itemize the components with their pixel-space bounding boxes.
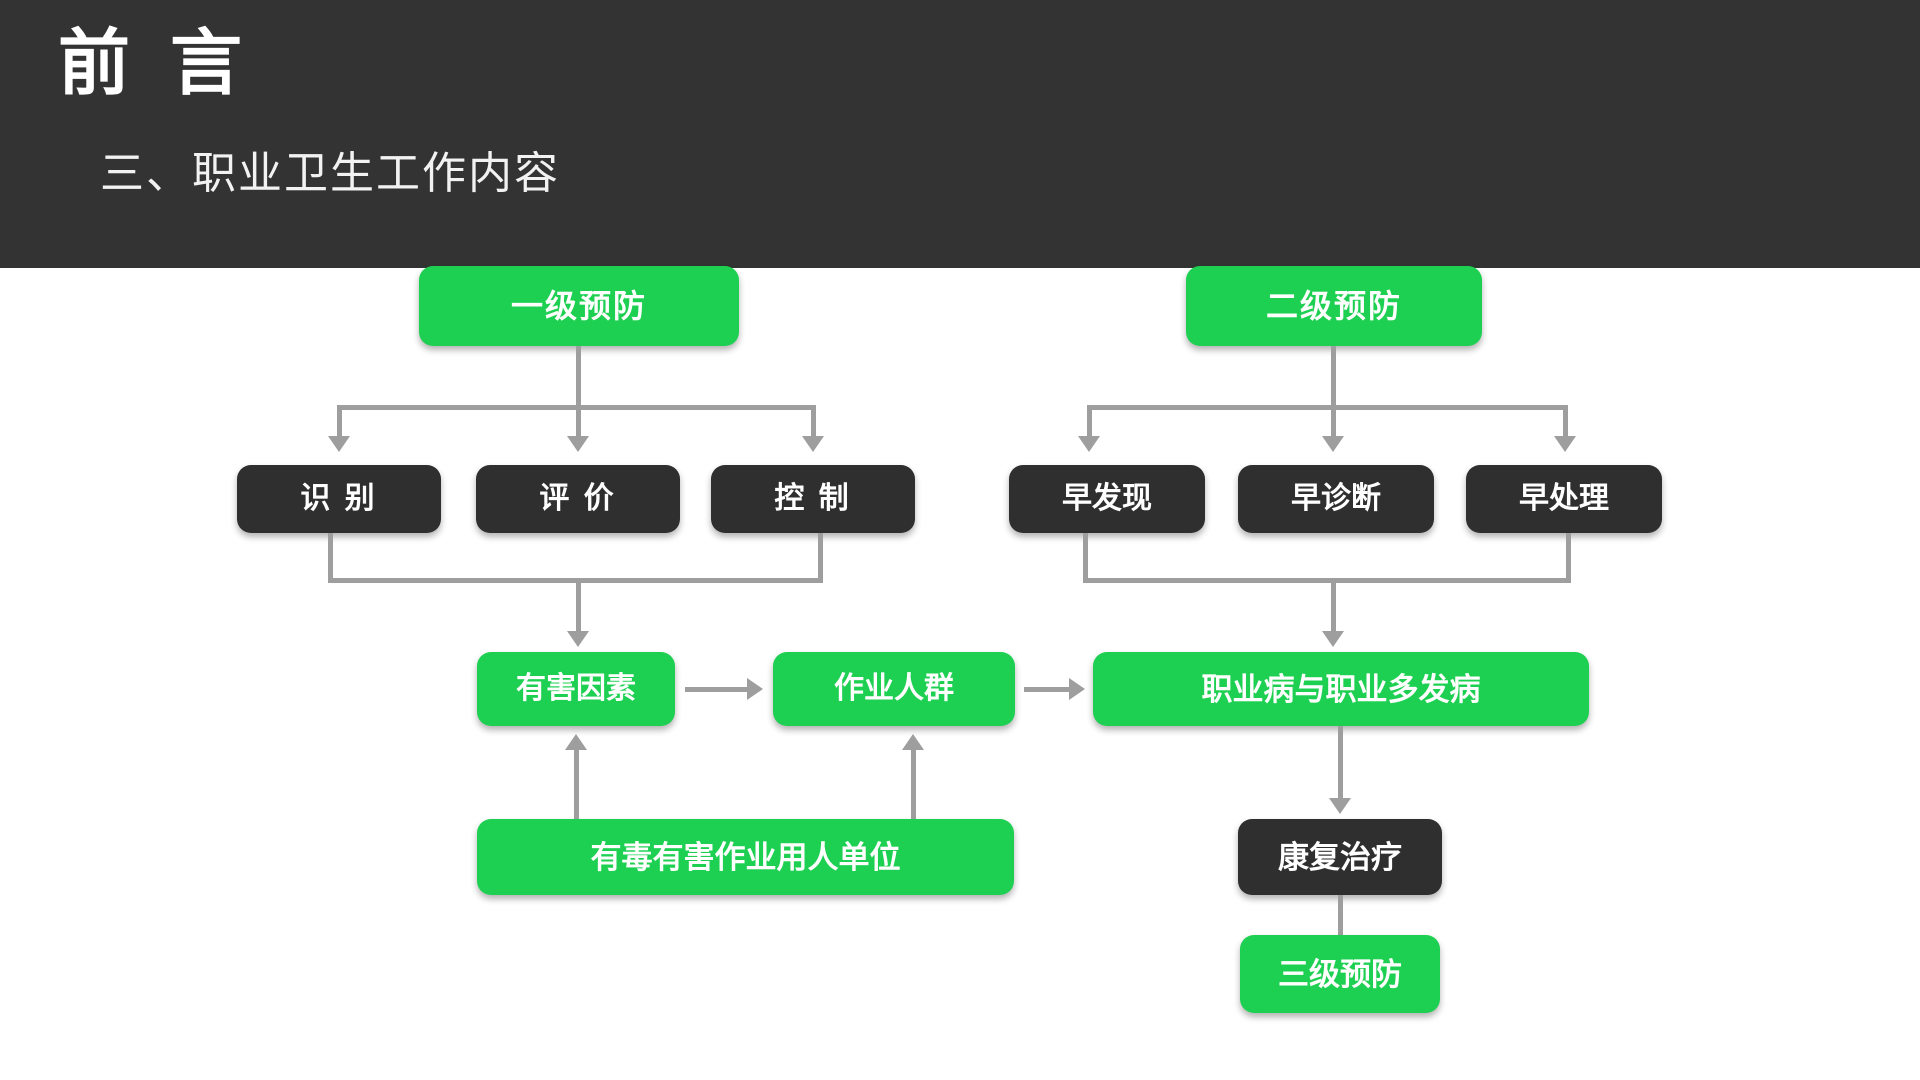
node-primary-prevention[interactable]: 一级预防 (419, 266, 739, 346)
connector-right-merge-drop (1331, 578, 1336, 634)
connector-right-merge-bar (1083, 578, 1571, 583)
node-control[interactable]: 控 制 (711, 465, 915, 533)
connector-primary-drop-evaluate (576, 405, 581, 439)
node-label: 职业病与职业多发病 (1201, 671, 1481, 707)
connector-secondary-distributor (1087, 405, 1568, 410)
node-early-treatment[interactable]: 早处理 (1466, 465, 1662, 533)
connector-secondary-drop-early-treatment (1563, 405, 1568, 439)
node-label: 有害因素 (516, 672, 636, 705)
node-label: 有毒有害作业用人单位 (590, 839, 901, 875)
arrowhead-occupational-disease-side (1069, 678, 1085, 700)
node-tertiary-prevention[interactable]: 三级预防 (1240, 935, 1440, 1013)
connector-identify-merge-stem (328, 533, 333, 583)
connector-harmful-to-population (685, 687, 749, 692)
arrowhead-rehabilitation (1329, 798, 1351, 814)
connector-employer-to-population (911, 749, 916, 819)
node-label: 二级预防 (1265, 288, 1402, 324)
arrowhead-harmful-factors (567, 631, 589, 647)
node-label: 一级预防 (510, 288, 647, 324)
connector-left-merge-bar (328, 578, 823, 583)
node-label: 早处理 (1519, 482, 1609, 515)
arrowhead-early-diagnosis (1322, 436, 1344, 452)
node-label: 早诊断 (1291, 482, 1381, 515)
node-label: 控 制 (774, 482, 852, 515)
connector-secondary-drop-early-diagnosis (1331, 405, 1336, 439)
arrowhead-identify (328, 436, 350, 452)
node-rehabilitation[interactable]: 康复治疗 (1238, 819, 1442, 895)
connector-early-treatment-merge-stem (1566, 533, 1571, 583)
node-occupational-disease[interactable]: 职业病与职业多发病 (1093, 652, 1589, 726)
node-early-diagnosis[interactable]: 早诊断 (1238, 465, 1434, 533)
node-label: 评 价 (539, 482, 617, 515)
arrowhead-early-treatment (1554, 436, 1576, 452)
arrowhead-evaluate (567, 436, 589, 452)
connector-disease-to-rehab (1338, 726, 1343, 802)
node-identify[interactable]: 识 别 (237, 465, 441, 533)
node-label: 康复治疗 (1278, 839, 1402, 875)
page-title: 前 言 (58, 24, 253, 104)
connector-left-merge-drop (576, 578, 581, 634)
arrowhead-working-population (747, 678, 763, 700)
connector-rehab-to-tertiary (1338, 895, 1343, 952)
connector-early-detection-merge-stem (1083, 533, 1088, 583)
arrowhead-harmful-factors-up (565, 734, 587, 750)
arrowhead-early-detection (1078, 436, 1100, 452)
arrowhead-occupational-disease (1322, 631, 1344, 647)
node-harmful-factors[interactable]: 有害因素 (477, 652, 675, 726)
page-subtitle: 三、职业卫生工作内容 (100, 149, 560, 198)
connector-primary-drop-identify (337, 405, 342, 439)
node-evaluate[interactable]: 评 价 (476, 465, 680, 533)
connector-primary-drop-control (811, 405, 816, 439)
connector-employer-to-harmful (574, 749, 579, 819)
node-secondary-prevention[interactable]: 二级预防 (1186, 266, 1482, 346)
connector-primary-stem (576, 346, 581, 405)
diagram-canvas: 一级预防 识 别 评 价 控 制 二级预防 (0, 266, 1920, 1080)
slide-header: 前 言 三、职业卫生工作内容 (0, 0, 1920, 268)
node-working-population[interactable]: 作业人群 (773, 652, 1015, 726)
node-label: 识 别 (300, 482, 378, 515)
connector-secondary-drop-early-detection (1087, 405, 1092, 439)
node-label: 早发现 (1062, 482, 1152, 515)
connector-control-merge-stem (818, 533, 823, 583)
arrowhead-control (802, 436, 824, 452)
connector-population-to-disease (1024, 687, 1071, 692)
node-employer-unit[interactable]: 有毒有害作业用人单位 (477, 819, 1014, 895)
arrowhead-working-population-up (902, 734, 924, 750)
node-label: 作业人群 (834, 672, 954, 705)
node-label: 三级预防 (1278, 956, 1402, 992)
node-early-detection[interactable]: 早发现 (1009, 465, 1205, 533)
connector-secondary-stem (1331, 346, 1336, 405)
